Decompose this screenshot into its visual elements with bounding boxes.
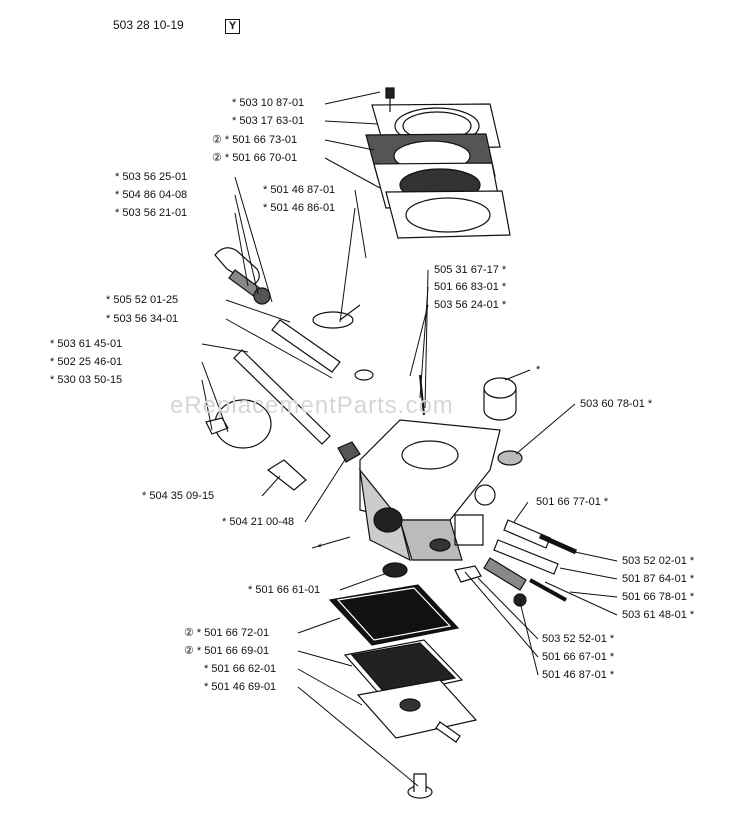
leader-lines [201, 91, 618, 787]
part-label: * 503 56 21-01 [115, 207, 188, 219]
part-label: ② * 501 66 72-01 [184, 627, 270, 639]
carburetor-body [359, 419, 501, 562]
watermark: eReplacementParts.com [170, 392, 454, 419]
part-label: 501 66 83-01 * [434, 281, 507, 293]
part-label: 503 60 78-01 * [580, 398, 653, 410]
part-label: * 503 56 34-01 [106, 313, 179, 325]
metering-stack [328, 562, 478, 799]
lever-assembly [214, 247, 361, 373]
part-label: 503 52 02-01 * [622, 555, 695, 567]
model-badge: Y [225, 19, 240, 34]
part-label: * 501 46 87-01 [263, 184, 336, 196]
part-label: 503 56 24-01 * [434, 299, 507, 311]
part-label: * 530 03 50-15 [50, 374, 123, 386]
part-label: * 504 35 09-15 [142, 490, 215, 502]
diagram-part-number: 503 28 10-19 [113, 18, 184, 32]
cap-part [354, 369, 523, 466]
pump-cover-stack [365, 87, 511, 239]
part-label: * [318, 542, 323, 554]
adjusting-screws [454, 519, 578, 607]
part-label: * 502 25 46-01 [50, 356, 123, 368]
part-label: ② * 501 66 73-01 [212, 134, 298, 146]
part-label: ② * 501 66 70-01 [212, 152, 298, 164]
throttle-shaft [205, 349, 361, 491]
part-label: 503 61 48-01 * [622, 609, 695, 621]
part-label: 501 66 78-01 * [622, 591, 695, 603]
part-label: * 504 21 00-48 [222, 516, 295, 528]
part-label: * [536, 364, 541, 376]
part-label: 501 66 67-01 * [542, 651, 615, 663]
part-label: 501 87 64-01 * [622, 573, 695, 585]
part-label: * 501 46 86-01 [263, 202, 336, 214]
part-label: 501 66 77-01 * [536, 496, 609, 508]
part-label: * 503 56 25-01 [115, 171, 188, 183]
part-label: * 501 46 69-01 [204, 681, 277, 693]
part-label: * 504 86 04-08 [115, 189, 188, 201]
part-label: * 505 52 01-25 [106, 294, 179, 306]
part-label: * 501 66 61-01 [248, 584, 321, 596]
part-label: * 503 17 63-01 [232, 115, 305, 127]
part-label: 501 46 87-01 * [542, 669, 615, 681]
part-label: ② * 501 66 69-01 [184, 645, 270, 657]
part-label: * 501 66 62-01 [204, 663, 277, 675]
part-label: 503 52 52-01 * [542, 633, 615, 645]
part-label: * 503 61 45-01 [50, 338, 123, 350]
part-label: * 503 10 87-01 [232, 97, 305, 109]
part-label: 505 31 67-17 * [434, 264, 507, 276]
